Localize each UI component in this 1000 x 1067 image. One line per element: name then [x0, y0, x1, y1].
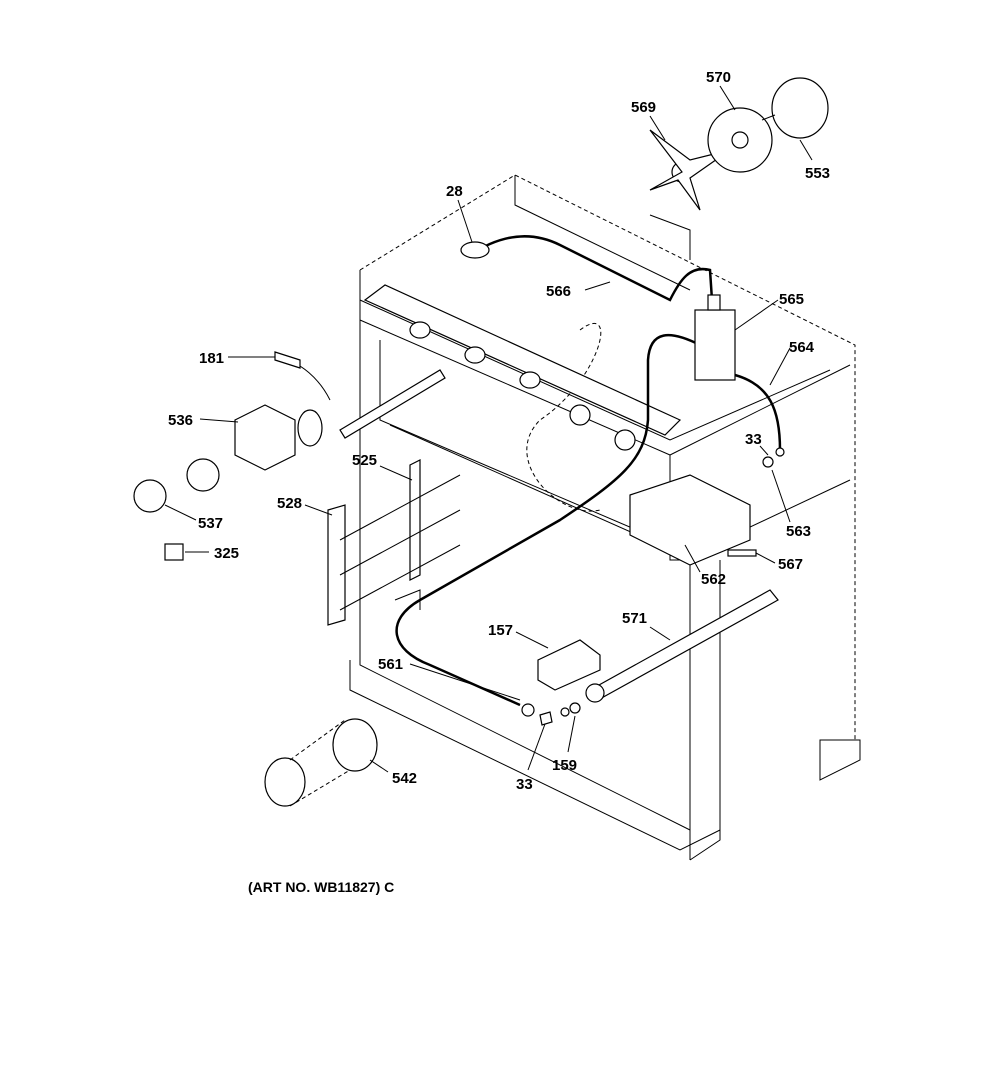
igniter-565 — [694, 294, 736, 381]
light-bulb-542 — [264, 718, 378, 807]
thermostat-536 — [234, 369, 446, 471]
callout-157: 157 — [488, 622, 513, 639]
bracket-567 — [727, 549, 757, 557]
callout-553: 553 — [805, 165, 830, 182]
callout-565: 565 — [779, 291, 804, 308]
callout-28: 28 — [446, 183, 463, 200]
leader-lines — [164, 85, 813, 773]
wire-561 — [395, 333, 701, 707]
thermostat-tube — [279, 359, 331, 401]
igniter-module-562 — [629, 474, 751, 566]
callout-563: 563 — [786, 523, 811, 540]
fittings-33-159 — [521, 447, 785, 726]
broil-burner — [363, 284, 682, 451]
callout-325: 325 — [214, 545, 239, 562]
callout-33-lower: 33 — [516, 776, 533, 793]
callout-159: 159 — [552, 757, 577, 774]
callout-181: 181 — [199, 350, 224, 367]
callout-562: 562 — [701, 571, 726, 588]
callout-566: 566 — [546, 283, 571, 300]
fan-motor-553 — [761, 77, 829, 139]
callout-542: 542 — [392, 770, 417, 787]
callout-528: 528 — [277, 495, 302, 512]
callout-567: 567 — [778, 556, 803, 573]
callout-564: 564 — [789, 339, 815, 356]
knob-bezel-537 — [133, 458, 220, 513]
burner-571 — [585, 589, 779, 703]
thermostat-28 — [460, 241, 490, 259]
oven-cabinet — [349, 174, 861, 861]
fan-blade-570 — [707, 107, 773, 173]
callout-525: 525 — [352, 452, 377, 469]
callout-536: 536 — [168, 412, 193, 429]
valve-157 — [537, 639, 601, 691]
callout-570: 570 — [706, 69, 731, 86]
wire-564 — [734, 373, 782, 451]
switch-325 — [164, 543, 184, 561]
callout-569: 569 — [631, 99, 656, 116]
rack-supports-528 — [327, 459, 461, 626]
sensor-181 — [274, 351, 301, 369]
fan-blade-569 — [649, 129, 731, 211]
art-number-caption: (ART NO. WB11827) C — [248, 879, 395, 895]
callout-571: 571 — [622, 610, 647, 627]
callout-537: 537 — [198, 515, 223, 532]
callout-33-upper: 33 — [745, 431, 762, 448]
wire-566 — [469, 235, 714, 302]
callout-561: 561 — [378, 656, 403, 673]
